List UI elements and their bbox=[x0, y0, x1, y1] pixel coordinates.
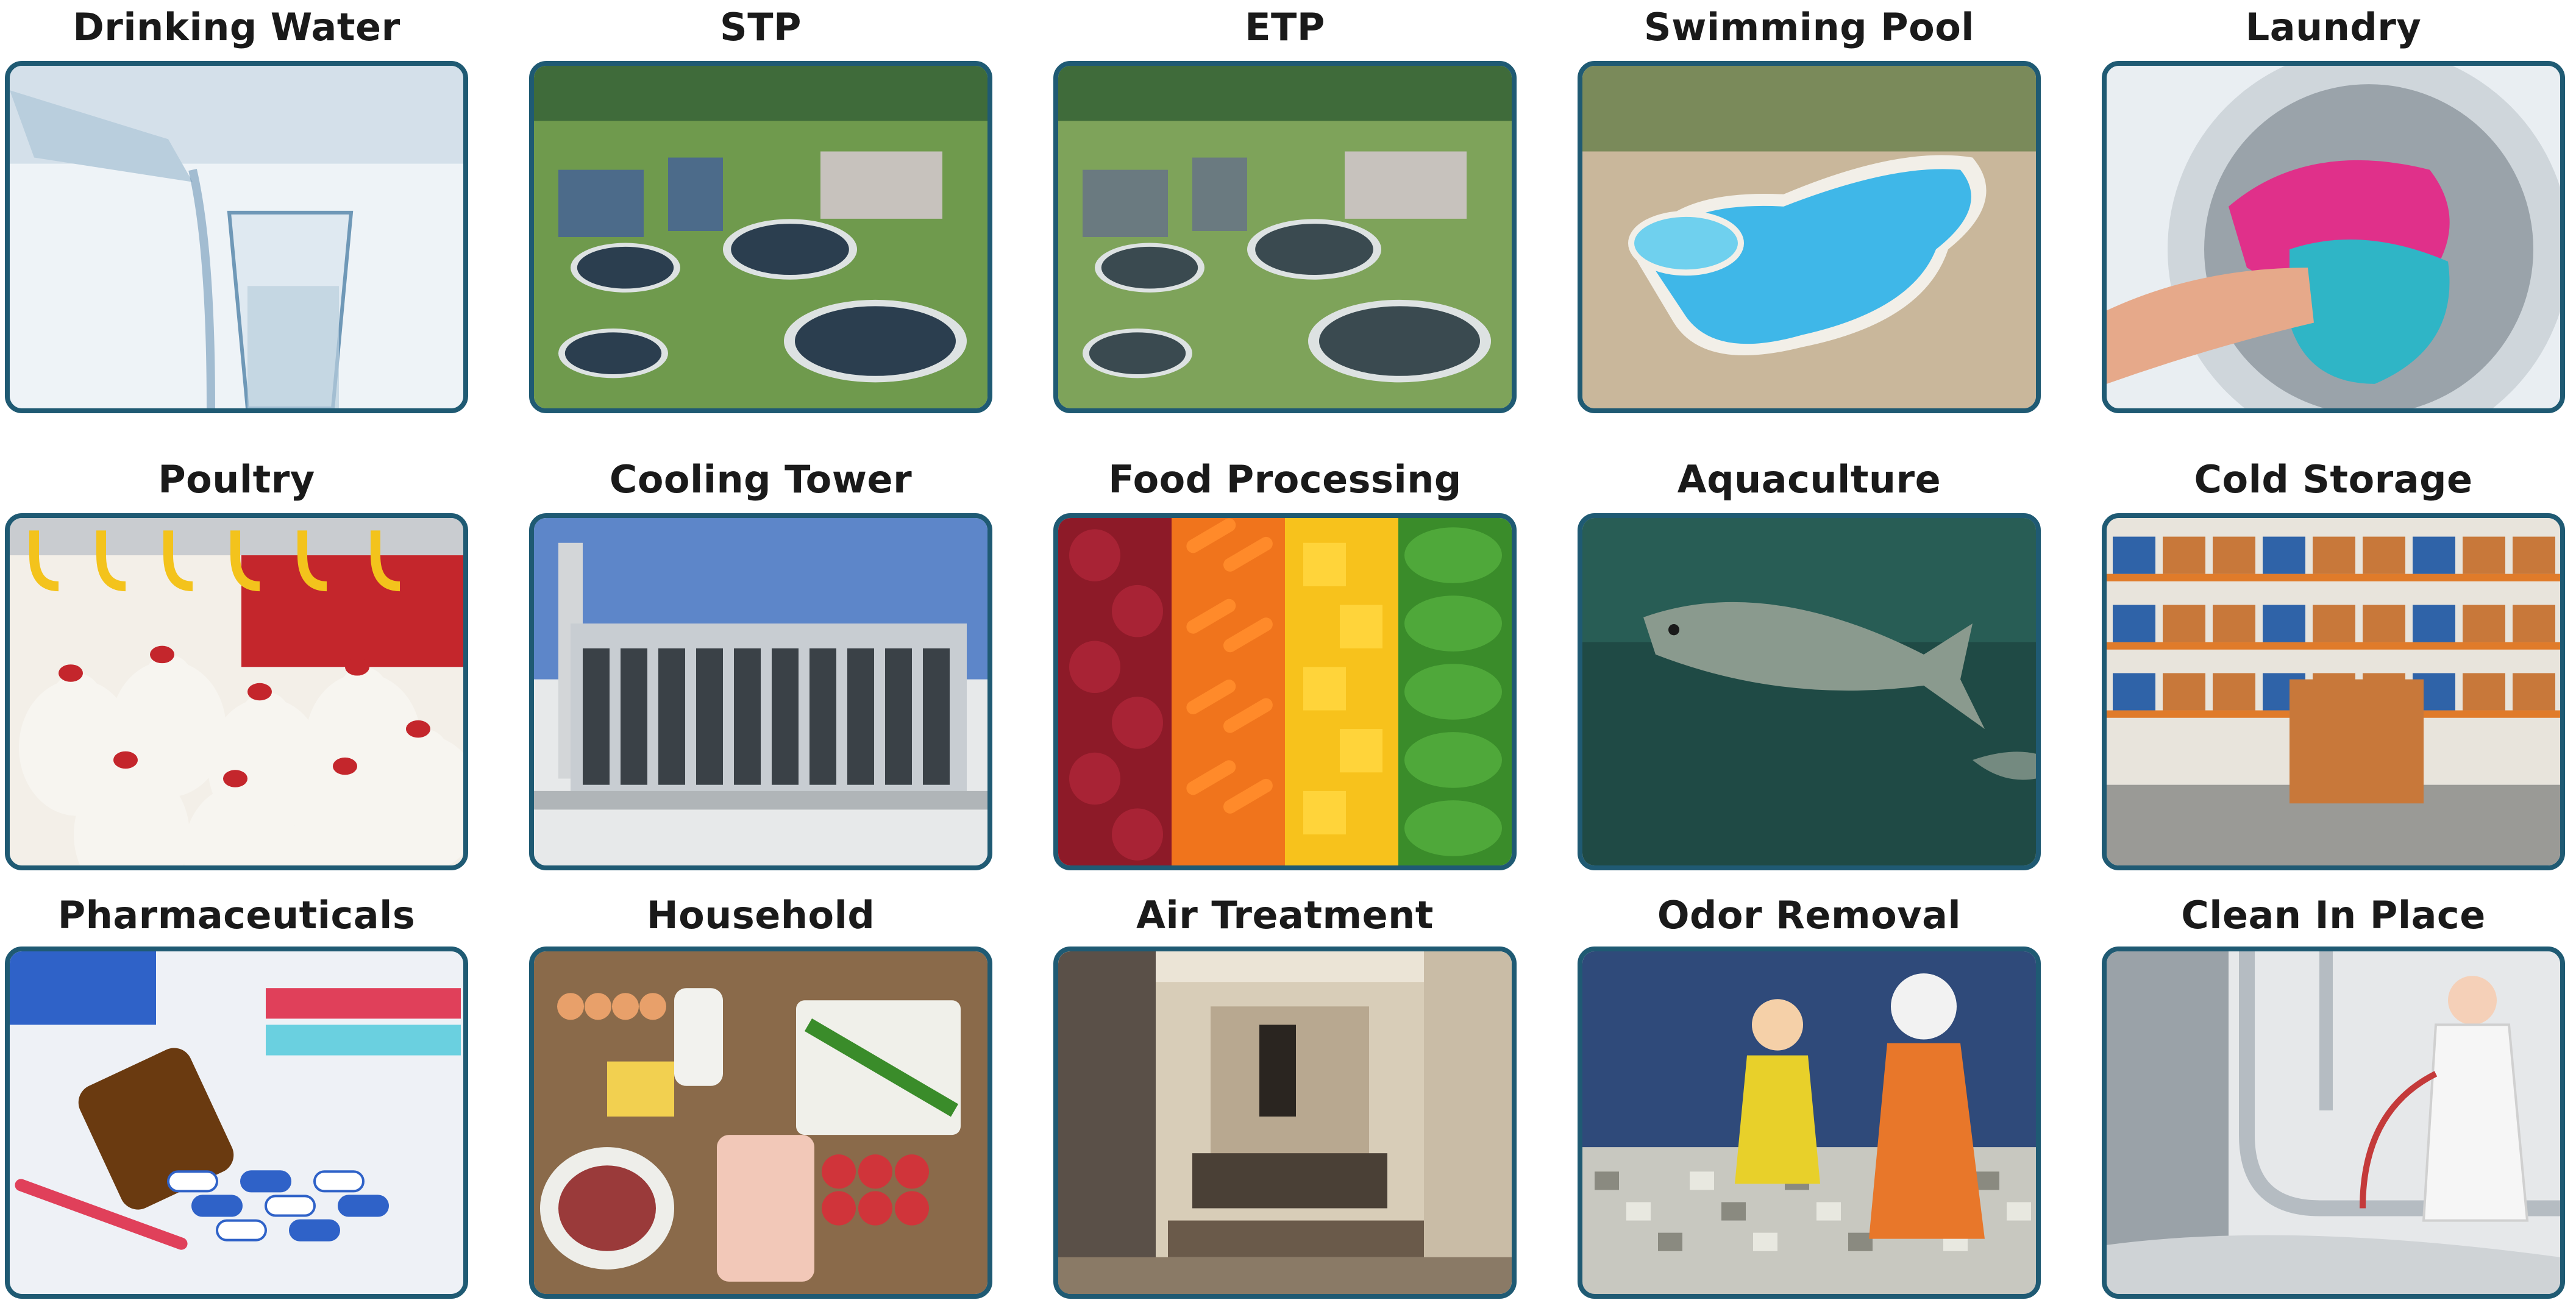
clean-in-place-image bbox=[2107, 951, 2560, 1294]
cooling-tower-image bbox=[534, 518, 987, 865]
tile-label: Drinking Water bbox=[73, 5, 400, 49]
tile-image-frame bbox=[1578, 513, 2041, 870]
swimming-pool-image bbox=[1582, 66, 2036, 408]
tile-image-frame bbox=[2102, 947, 2565, 1299]
cold-storage-image bbox=[2107, 518, 2560, 865]
tile-image-frame bbox=[1053, 513, 1517, 870]
tile-label: Air Treatment bbox=[1136, 893, 1434, 937]
tile-image-frame bbox=[1578, 61, 2041, 413]
poultry-image bbox=[10, 518, 463, 865]
aquaculture-image bbox=[1582, 518, 2036, 865]
air-treatment-image bbox=[1058, 951, 1512, 1294]
tile-label: STP bbox=[720, 5, 802, 49]
tile-label: Swimming Pool bbox=[1643, 5, 1975, 49]
tile-label: Food Processing bbox=[1108, 457, 1462, 502]
tile-label: Poultry bbox=[158, 457, 315, 502]
odor-removal-image bbox=[1582, 951, 2036, 1294]
stp-image bbox=[534, 66, 987, 408]
tile-image-frame bbox=[529, 513, 992, 870]
drinking-water-image bbox=[10, 66, 463, 408]
tile-image-frame bbox=[5, 513, 468, 870]
tile-label: ETP bbox=[1245, 5, 1325, 49]
tile-image-frame bbox=[1053, 61, 1517, 413]
tile-label: Household bbox=[646, 893, 875, 937]
tile-image-frame bbox=[2102, 61, 2565, 413]
tile-image-frame bbox=[5, 61, 468, 413]
tile-image-frame bbox=[2102, 513, 2565, 870]
pharmaceuticals-image bbox=[10, 951, 463, 1294]
tile-label: Odor Removal bbox=[1657, 893, 1962, 937]
tile-label: Laundry bbox=[2245, 5, 2422, 49]
food-processing-image bbox=[1058, 518, 1512, 865]
tile-label: Cold Storage bbox=[2194, 457, 2473, 502]
tile-label: Cooling Tower bbox=[609, 457, 913, 502]
household-image bbox=[534, 951, 987, 1294]
tile-image-frame bbox=[1053, 947, 1517, 1299]
tile-image-frame bbox=[529, 61, 992, 413]
tile-label: Aquaculture bbox=[1677, 457, 1941, 502]
tile-label: Clean In Place bbox=[2181, 893, 2486, 937]
tile-label: Pharmaceuticals bbox=[57, 893, 416, 937]
tile-image-frame bbox=[1578, 947, 2041, 1299]
etp-image bbox=[1058, 66, 1512, 408]
laundry-image bbox=[2107, 66, 2560, 408]
tile-image-frame bbox=[5, 947, 468, 1299]
tile-image-frame bbox=[529, 947, 992, 1299]
